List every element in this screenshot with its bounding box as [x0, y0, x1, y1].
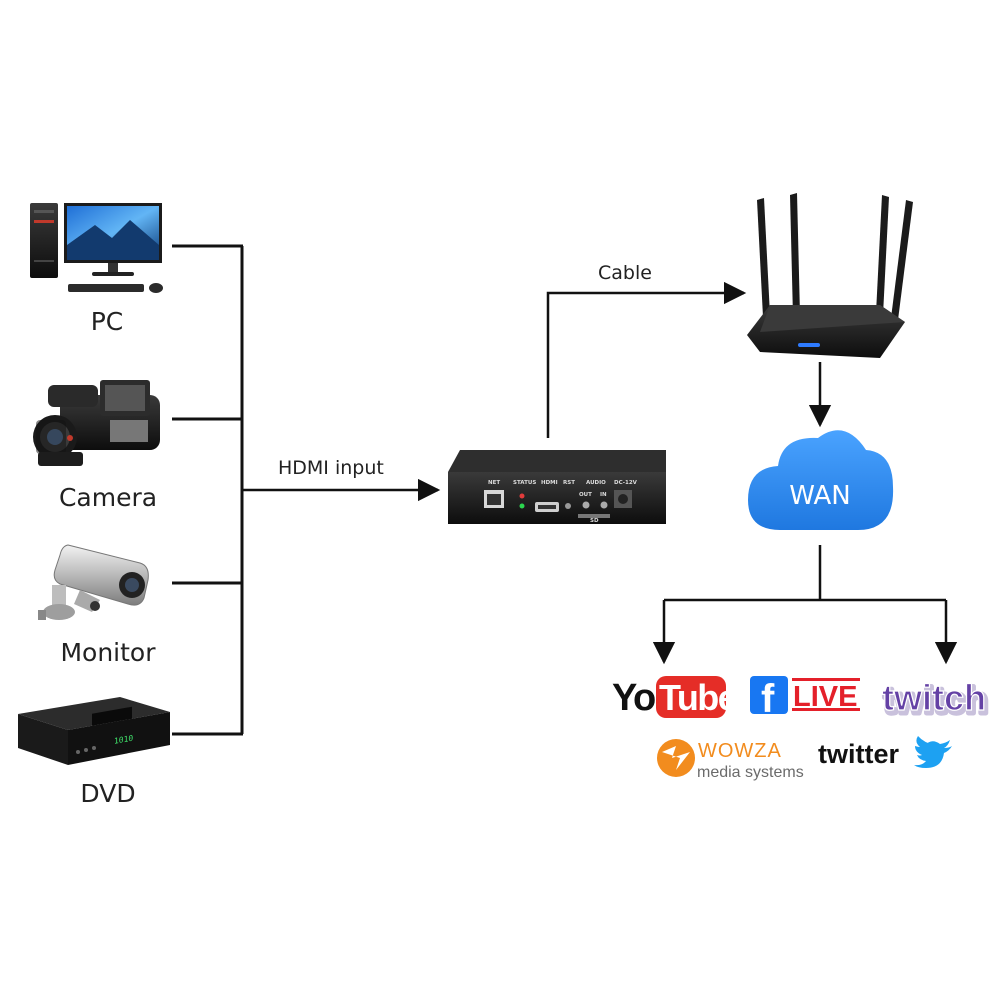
port-label-sd: SD: [590, 518, 599, 524]
twitter-bird-icon: [914, 736, 952, 768]
youtube-logo: You Tube: [612, 676, 738, 719]
monitor-label: Monitor: [60, 638, 156, 667]
twitter-logo: twitter: [818, 736, 952, 769]
source-bus-lines: [172, 244, 244, 736]
youtube-tube-text: Tube: [659, 677, 737, 718]
cctv-camera-icon: [38, 544, 149, 620]
wan-cloud: [748, 430, 894, 530]
facebook-live-text: LIVE: [793, 681, 857, 713]
cable-arrow: [546, 281, 747, 438]
cable-label: Cable: [598, 262, 652, 284]
wowza-logo: WOWZA media systems: [657, 739, 804, 781]
camcorder-icon: [33, 380, 160, 466]
port-label-dc: DC-12V: [614, 480, 638, 486]
port-label-audio: AUDIO: [586, 480, 606, 486]
twitch-logo: twitch twitch: [881, 676, 990, 723]
port-label-hdmi: HDMI: [541, 480, 558, 486]
facebook-live-logo: f LIVE: [750, 676, 860, 721]
wowza-title-text: WOWZA: [698, 740, 782, 762]
hdmi-input-label: HDMI input: [278, 457, 384, 479]
set-top-box-icon: 1010: [18, 697, 170, 765]
facebook-f-icon: f: [761, 677, 775, 721]
svg-text:1010: 1010: [114, 734, 133, 746]
wan-label: WAN: [789, 481, 851, 511]
port-label-out: OUT: [579, 492, 592, 498]
port-label-status: STATUS: [513, 480, 536, 486]
pc-label: PC: [91, 307, 124, 336]
encoder-port-labels: NET STATUS HDMI RST AUDIO DC-12V OUT IN …: [488, 480, 638, 524]
pc-icon: [30, 203, 163, 293]
port-label-rst: RST: [563, 480, 575, 486]
wowza-subtitle-text: media systems: [697, 764, 804, 781]
twitch-text: twitch: [882, 677, 986, 718]
wan-distribution-lines: [664, 545, 946, 602]
router-icon: [747, 193, 913, 358]
port-label-net: NET: [488, 480, 500, 486]
twitch-text-shadow: twitch: [884, 680, 988, 721]
camera-label: Camera: [59, 483, 157, 512]
dvd-label: DVD: [80, 779, 135, 808]
port-label-in: IN: [600, 492, 607, 498]
twitter-text: twitter: [818, 739, 899, 769]
encoder-device: [448, 450, 666, 524]
